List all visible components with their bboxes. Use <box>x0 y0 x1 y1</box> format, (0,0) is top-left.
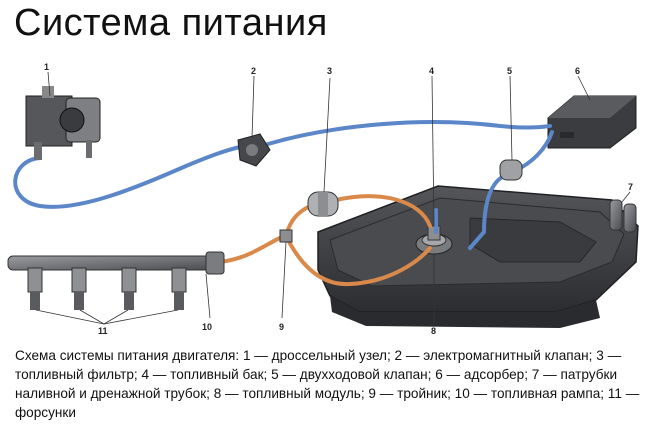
filler-drain-nozzles <box>609 199 637 233</box>
callout-8: 8 <box>431 326 436 336</box>
fuel-filter <box>307 191 339 217</box>
injector <box>171 267 187 310</box>
callout-1: 1 <box>44 62 49 72</box>
callout-6: 6 <box>575 66 580 76</box>
callout-9: 9 <box>279 322 284 332</box>
solenoid-valve <box>237 133 271 167</box>
callout-2: 2 <box>251 66 256 76</box>
throttle-body <box>25 86 101 160</box>
injectors <box>27 267 187 310</box>
injector <box>121 267 137 310</box>
callout-numbers: 1 2 3 4 5 6 7 8 9 10 11 <box>44 62 633 336</box>
callout-11: 11 <box>98 326 108 336</box>
injector <box>27 267 43 310</box>
diagram-caption: Схема системы питания двигателя: 1 — дро… <box>15 348 640 420</box>
fuel-rail <box>7 251 225 275</box>
fuel-tank <box>317 185 639 328</box>
injector <box>71 267 87 310</box>
page-title: Система питания <box>14 2 328 44</box>
leader-lines <box>35 71 631 325</box>
callout-4: 4 <box>429 66 434 76</box>
tee-fitting <box>279 229 293 243</box>
adsorber <box>547 95 637 149</box>
callout-10: 10 <box>202 322 212 332</box>
callout-7: 7 <box>628 182 633 192</box>
two-way-valve <box>499 159 523 181</box>
callout-3: 3 <box>327 66 332 76</box>
callout-5: 5 <box>507 66 512 76</box>
